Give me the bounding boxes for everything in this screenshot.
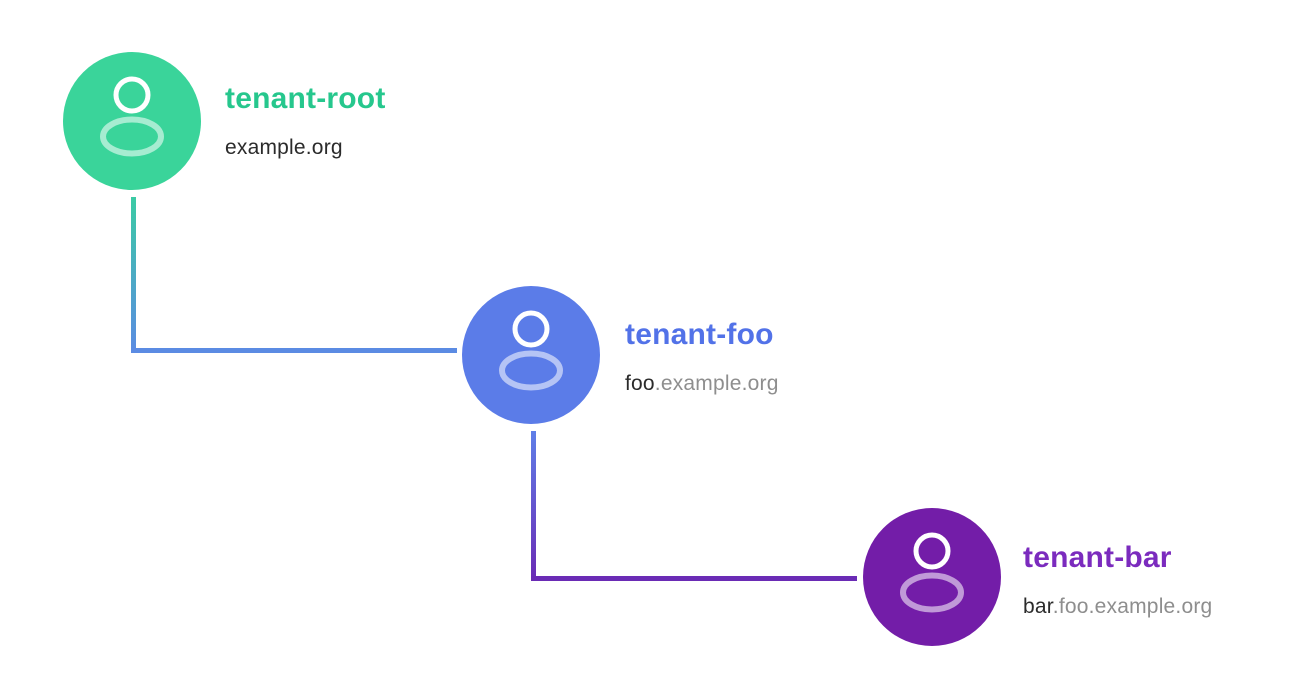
- node-tenant-root-label-block: tenant-root example.org: [225, 82, 386, 159]
- domain-gray-part: .foo.example.org: [1052, 595, 1213, 618]
- connector-root-foo-horizontal: [131, 348, 457, 353]
- node-tenant-bar-label-block: tenant-bar bar.foo.example.org: [1023, 541, 1212, 618]
- connector-foo-bar-vertical: [531, 431, 536, 581]
- domain-dark-part: bar: [1023, 595, 1053, 618]
- tenant-foo-name: tenant-foo: [625, 318, 774, 351]
- tenant-bar-domain: bar.foo.example.org: [1023, 596, 1212, 617]
- domain-gray-part: .example.org: [654, 372, 779, 395]
- tenant-root-name: tenant-root: [225, 82, 386, 115]
- connector-root-foo-vertical: [131, 197, 136, 353]
- connector-foo-bar-horizontal: [531, 576, 857, 581]
- person-icon: [100, 76, 164, 157]
- node-tenant-bar-avatar: [863, 508, 1001, 646]
- domain-dark-part: example.org: [225, 136, 343, 159]
- person-icon: [900, 532, 964, 613]
- domain-dark-part: foo: [625, 372, 655, 395]
- tenant-foo-domain: foo.example.org: [625, 373, 779, 394]
- tenant-bar-name: tenant-bar: [1023, 541, 1172, 574]
- person-icon: [499, 310, 563, 391]
- node-tenant-foo-label-block: tenant-foo foo.example.org: [625, 318, 779, 395]
- tenant-root-domain: example.org: [225, 137, 386, 158]
- node-tenant-foo-avatar: [462, 286, 600, 424]
- node-tenant-root-avatar: [63, 52, 201, 190]
